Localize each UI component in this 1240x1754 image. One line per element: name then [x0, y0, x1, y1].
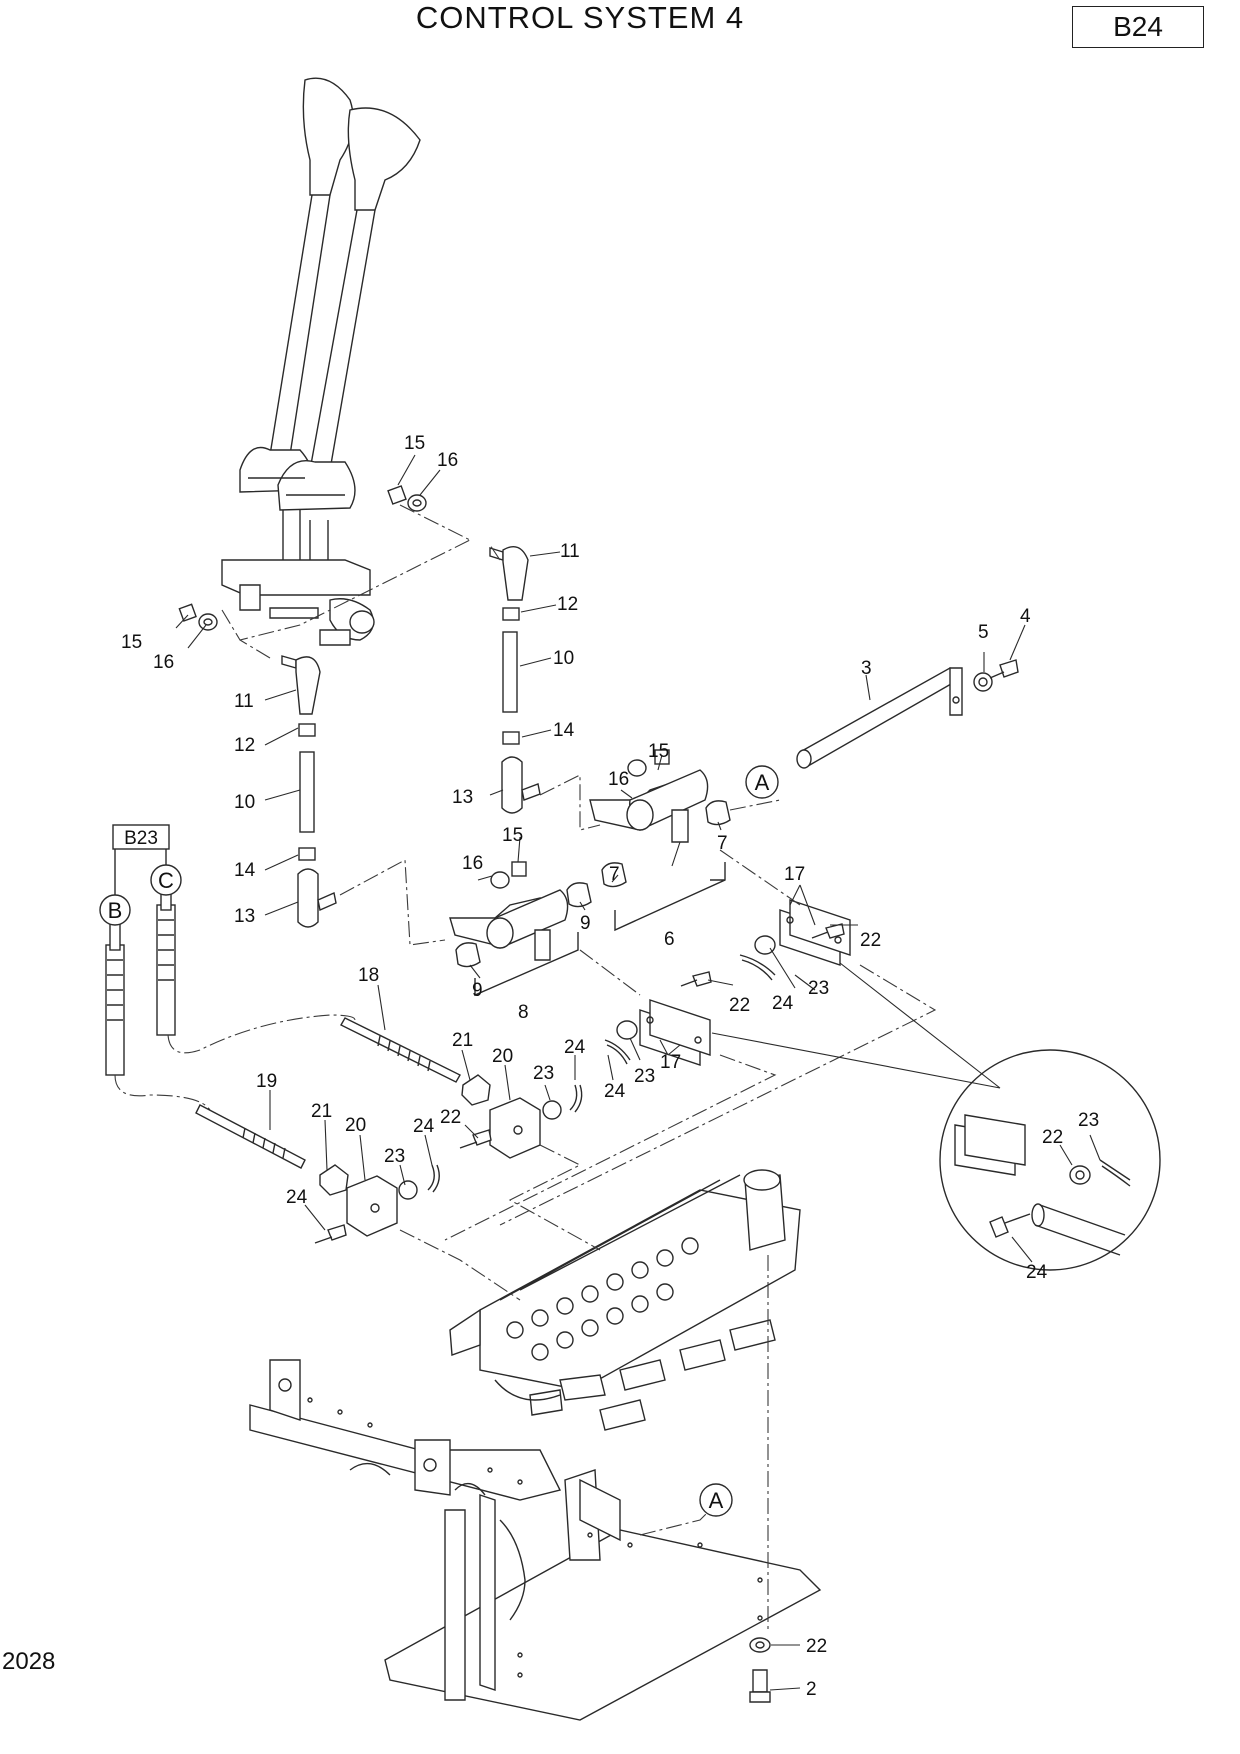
part-num: 4 — [1020, 606, 1031, 627]
part-num: 21 — [311, 1101, 332, 1122]
part-num: 15 — [121, 632, 142, 653]
part-num: 15 — [648, 741, 669, 762]
part-num: 23 — [533, 1063, 554, 1084]
part-num: 24 — [1026, 1262, 1048, 1283]
svg-text:B: B — [108, 898, 123, 923]
part-num: 20 — [492, 1046, 513, 1067]
part-num: 16 — [608, 769, 629, 790]
part-num: 17 — [660, 1052, 681, 1073]
control-lever-assembly — [221, 77, 421, 646]
part-num: 13 — [452, 787, 473, 808]
page-code-box: B24 — [1072, 6, 1204, 48]
part-num: 16 — [153, 652, 174, 673]
part-num: 14 — [553, 720, 575, 741]
part-num: 16 — [462, 853, 483, 874]
control-valve — [449, 1169, 801, 1431]
part-num: 22 — [806, 1636, 827, 1657]
mounting-frames — [249, 1359, 822, 1721]
part-num: 11 — [234, 691, 254, 712]
part-num: 23 — [384, 1146, 405, 1167]
part-num: 12 — [557, 594, 578, 615]
part-num: 16 — [437, 450, 458, 471]
part-num: 22 — [860, 930, 881, 951]
callout-b: B — [99, 894, 131, 926]
part-num: 15 — [502, 825, 523, 846]
part-num: 19 — [256, 1071, 277, 1092]
clevis-and-pins — [314, 1084, 583, 1244]
part-num: 23 — [808, 978, 829, 999]
svg-text:C: C — [158, 868, 174, 893]
part-num: 10 — [553, 648, 574, 669]
part-num: 24 — [286, 1187, 308, 1208]
part-num: 22 — [729, 995, 750, 1016]
svg-text:A: A — [709, 1488, 724, 1513]
svg-text:B23: B23 — [124, 828, 158, 849]
part-num: 21 — [452, 1030, 473, 1051]
part-num: 12 — [234, 735, 255, 756]
part-num: 9 — [580, 913, 591, 934]
part-num: 23 — [634, 1066, 655, 1087]
part-num: 18 — [358, 965, 379, 986]
part-num: 24 — [413, 1116, 435, 1137]
part-num: 11 — [560, 541, 580, 562]
leader-lines — [175, 454, 1101, 1691]
part-num: 10 — [234, 792, 255, 813]
clevis-plates — [604, 899, 851, 1066]
callout-a-lower: A — [699, 1483, 733, 1517]
part-num: 9 — [472, 980, 483, 1001]
part-num: 14 — [234, 860, 256, 881]
part-num: 2 — [806, 1679, 817, 1700]
upper-hardware — [178, 485, 541, 928]
part-num: 3 — [861, 658, 872, 679]
push-pull-cables — [105, 869, 491, 1196]
svg-text:A: A — [755, 770, 770, 795]
part-num: 7 — [609, 864, 620, 885]
part-num: 24 — [772, 993, 794, 1014]
part-num: 5 — [978, 622, 989, 643]
callout-a-upper: A — [745, 765, 779, 799]
callout-c: C — [150, 864, 182, 896]
detail-view-circle — [939, 1049, 1161, 1271]
drawing-code: 2028 — [2, 1648, 56, 1675]
part-num: 24 — [564, 1037, 586, 1058]
reference-box-b23: B23 — [112, 824, 170, 895]
page-title: CONTROL SYSTEM 4 — [415, 0, 745, 35]
part-num: 20 — [345, 1115, 366, 1136]
part-num: 17 — [784, 864, 805, 885]
link-shaft-assembly — [449, 659, 1019, 997]
assembly-center-lines — [221, 504, 937, 1630]
part-num: 22 — [1042, 1127, 1063, 1148]
part-num: 22 — [440, 1107, 461, 1128]
part-num: 23 — [1078, 1110, 1099, 1131]
part-num: 13 — [234, 906, 255, 927]
part-num: 8 — [518, 1002, 529, 1023]
part-num: 15 — [404, 433, 425, 454]
part-number-labels: 15 16 15 16 11 12 10 14 13 11 12 10 14 1… — [121, 433, 1099, 1700]
part-num: 6 — [664, 929, 675, 950]
part-num: 7 — [717, 833, 728, 854]
part-num: 24 — [604, 1081, 626, 1102]
